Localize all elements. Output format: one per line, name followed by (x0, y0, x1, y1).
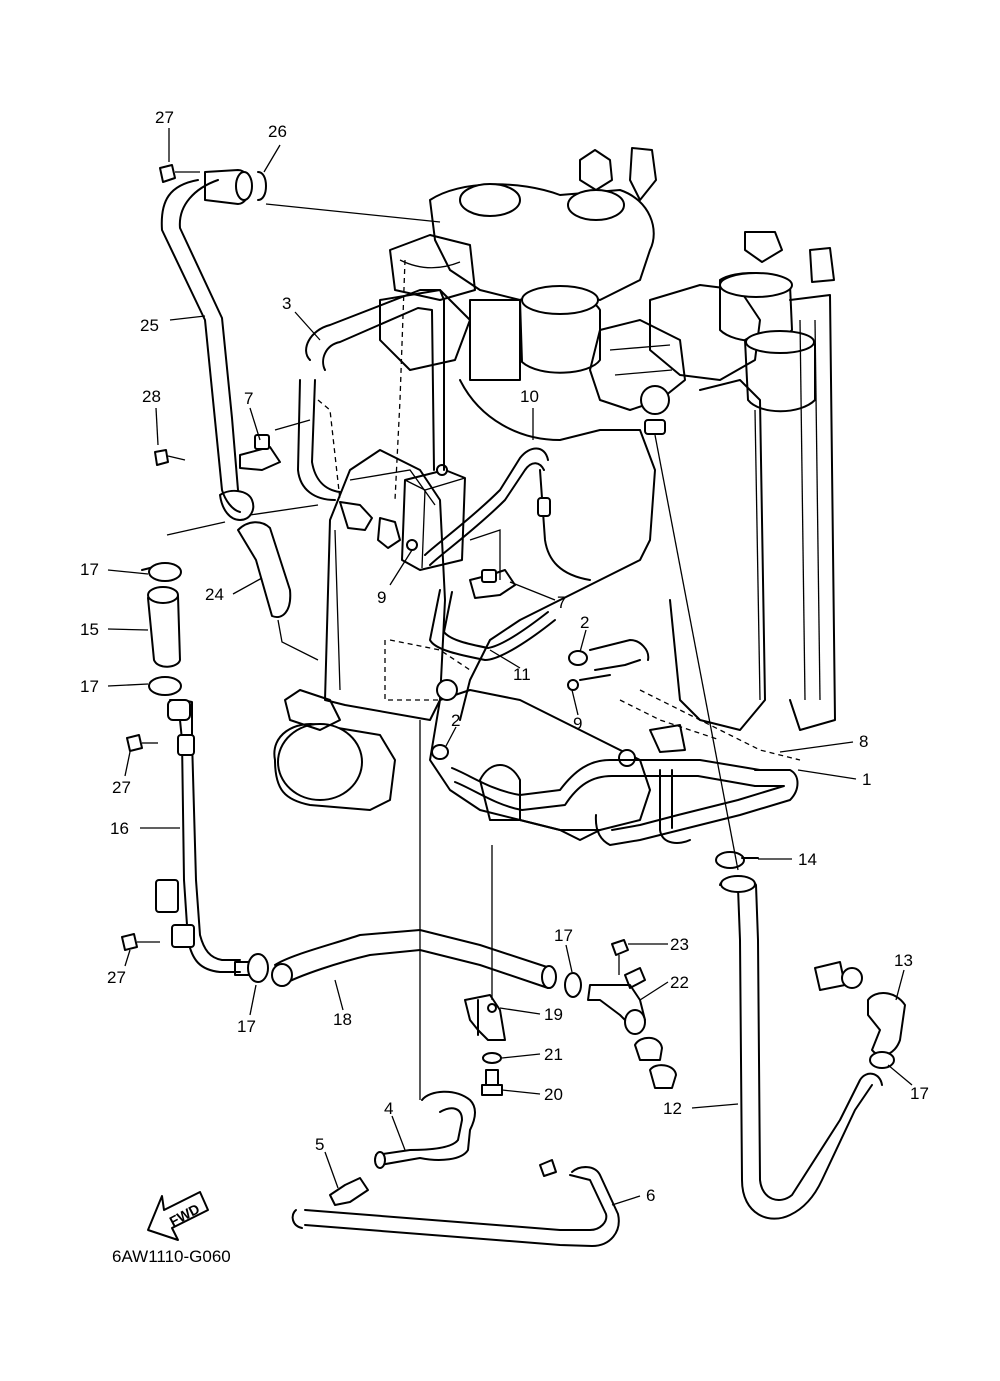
callout-3: 3 (282, 294, 291, 313)
callout-23: 23 (670, 935, 689, 954)
callout-5: 5 (315, 1135, 324, 1154)
callout-7: 7 (557, 593, 566, 612)
callout-8: 8 (859, 732, 868, 751)
engine-block (273, 147, 836, 841)
callout-24: 24 (205, 585, 224, 604)
callout-21: 21 (544, 1045, 563, 1064)
callout-13: 13 (894, 951, 913, 970)
callout-17: 17 (80, 677, 99, 696)
callout-25: 25 (140, 316, 159, 335)
callout-17: 17 (237, 1017, 256, 1036)
connection-lines (166, 203, 739, 1100)
diagram-code: 6AW1110-G060 (112, 1247, 231, 1266)
callout-10: 10 (520, 387, 539, 406)
callout-27: 27 (155, 108, 174, 127)
callout-9: 9 (377, 588, 386, 607)
callout-27: 27 (107, 968, 126, 987)
callout-16: 16 (110, 819, 129, 838)
callout-7: 7 (244, 389, 253, 408)
callout-19: 19 (544, 1005, 563, 1024)
callout-12: 12 (663, 1099, 682, 1118)
callout-11: 11 (513, 665, 531, 684)
hoses (121, 164, 906, 1247)
fwd-label: FWD (167, 1200, 203, 1229)
callout-1: 1 (862, 770, 871, 789)
callout-15: 15 (80, 620, 99, 639)
callout-2: 2 (580, 613, 589, 632)
callout-27: 27 (112, 778, 131, 797)
callout-26: 26 (268, 122, 287, 141)
callout-17: 17 (910, 1084, 929, 1103)
callout-6: 6 (646, 1186, 655, 1205)
callout-17: 17 (554, 926, 573, 945)
callout-leaders (107, 128, 913, 1206)
callout-18: 18 (333, 1010, 352, 1029)
callout-9: 9 (573, 714, 582, 733)
callout-4: 4 (384, 1099, 393, 1118)
callout-17: 17 (80, 560, 99, 579)
callout-2: 2 (451, 711, 460, 730)
fwd-arrow: FWD (147, 1191, 209, 1241)
callout-28: 28 (142, 387, 161, 406)
callout-20: 20 (544, 1085, 563, 1104)
callout-labels: 27 26 25 3 28 7 10 17 24 9 7 15 2 11 17 … (80, 108, 929, 1205)
callout-14: 14 (798, 850, 817, 869)
callout-22: 22 (670, 973, 689, 992)
